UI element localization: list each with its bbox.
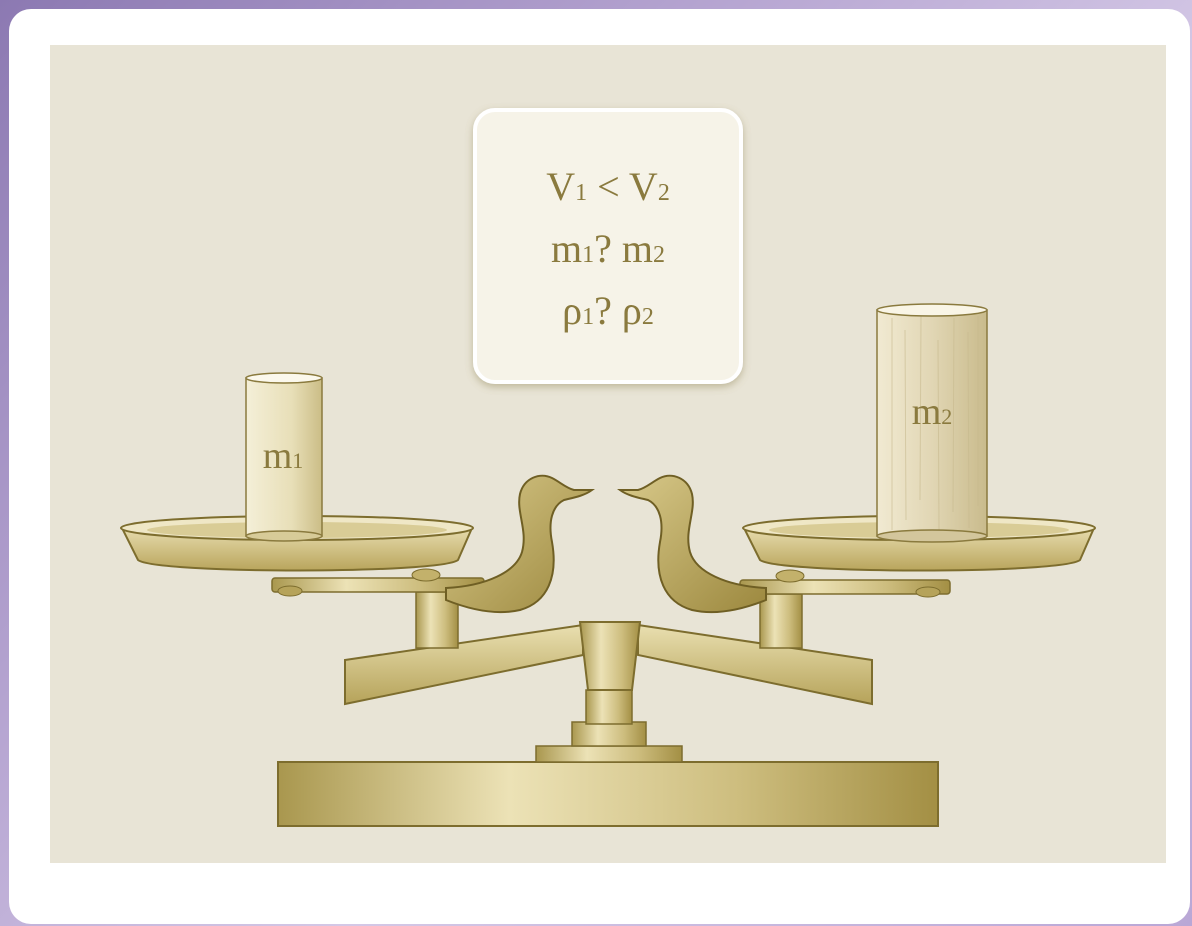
pivot-cap — [580, 622, 640, 690]
volume-relation: V1 < V2 — [546, 164, 670, 209]
density-relation: ρ1? ρ2 — [562, 288, 654, 333]
right-pan-support — [740, 570, 950, 597]
info-box: V1 < V2 m1? m2 ρ1? ρ2 — [475, 110, 741, 382]
right-post — [760, 594, 802, 648]
left-beam — [345, 625, 583, 704]
right-bird — [620, 476, 766, 612]
right-beam — [638, 625, 872, 704]
central-pedestal — [536, 690, 682, 762]
right-cylinder: m2 — [877, 304, 987, 542]
scale-base — [278, 762, 938, 826]
left-bird — [446, 476, 592, 612]
mass-relation: m1? m2 — [551, 226, 665, 271]
left-cylinder: m1 — [246, 373, 322, 541]
